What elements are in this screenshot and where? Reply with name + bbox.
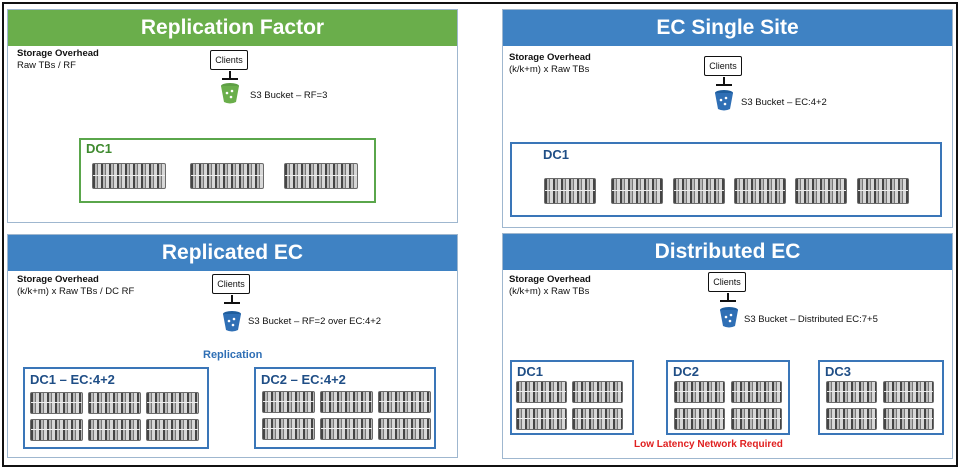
server [674,381,725,403]
monitor-stand [229,71,231,78]
bucket-label: S3 Bucket – RF=3 [250,90,328,101]
s3-bucket-icon [221,83,239,104]
monitor-stand [727,293,729,300]
bucket-label: S3 Bucket – RF=2 over EC:4+2 [248,316,382,327]
server [795,178,847,204]
monitor-base [720,300,736,302]
dc1-label: DC1 [517,364,544,379]
dc1-box [79,138,376,203]
dc1-label: DC1 [86,141,113,156]
dc2-box [254,367,436,449]
s3-bucket-icon [720,307,738,328]
server [378,418,431,440]
server [731,381,782,403]
server [378,391,431,413]
panel-title: Distributed EC [503,234,952,270]
dc2-box [666,360,790,435]
server [30,392,83,414]
s3-bucket-icon [715,90,733,111]
server [262,418,315,440]
server [673,178,725,204]
dc2-label: DC2 – EC:4+2 [261,372,346,387]
server [734,178,786,204]
server [826,408,877,430]
bucket-label: S3 Bucket – EC:4+2 [741,97,827,108]
storage-overhead-formula: (k/k+m) x Raw TBs [509,286,590,297]
server [30,419,83,441]
server [516,381,567,403]
server [544,178,596,204]
server [674,408,725,430]
storage-overhead-formula: (k/k+m) x Raw TBs [509,64,590,75]
server [572,381,623,403]
clients-monitor: Clients [210,50,248,70]
panel-title: Replication Factor [8,10,457,46]
server [262,391,315,413]
server [516,408,567,430]
server [284,163,358,189]
server [88,392,141,414]
dc1-box [510,360,634,435]
s3-bucket-icon [223,311,241,332]
network-label: Low Latency Network Required [634,439,783,450]
server [320,418,373,440]
monitor-base [716,84,732,86]
server [611,178,663,204]
replication-label: Replication [203,349,263,361]
clients-monitor: Clients [212,274,250,294]
dc1-box [23,367,209,449]
server [88,419,141,441]
server [146,419,199,441]
clients-monitor: Clients [704,56,742,76]
server [857,178,909,204]
server [146,392,199,414]
monitor-stand [231,295,233,302]
dc3-box [818,360,944,435]
panel-title: EC Single Site [503,10,952,46]
dc1-label: DC1 – EC:4+2 [30,372,115,387]
dc1-label: DC1 [543,147,570,162]
storage-overhead-title: Storage Overhead [509,274,591,285]
storage-overhead-title: Storage Overhead [509,52,591,63]
server [190,163,264,189]
storage-overhead-formula: (k/k+m) x Raw TBs / DC RF [17,286,135,297]
panel-title: Replicated EC [8,235,457,271]
bucket-label: S3 Bucket – Distributed EC:7+5 [744,314,878,325]
storage-overhead-title: Storage Overhead [17,274,99,285]
server [320,391,373,413]
server [92,163,166,189]
monitor-base [222,78,238,80]
server [883,381,934,403]
clients-monitor: Clients [708,272,746,292]
dc2-label: DC2 [673,364,700,379]
dc1-box [510,142,942,217]
monitor-base [224,302,240,304]
server [826,381,877,403]
server [731,408,782,430]
monitor-stand [723,77,725,84]
storage-overhead-formula: Raw TBs / RF [17,60,76,71]
dc3-label: DC3 [825,364,852,379]
storage-overhead-title: Storage Overhead [17,48,99,59]
server [883,408,934,430]
server [572,408,623,430]
